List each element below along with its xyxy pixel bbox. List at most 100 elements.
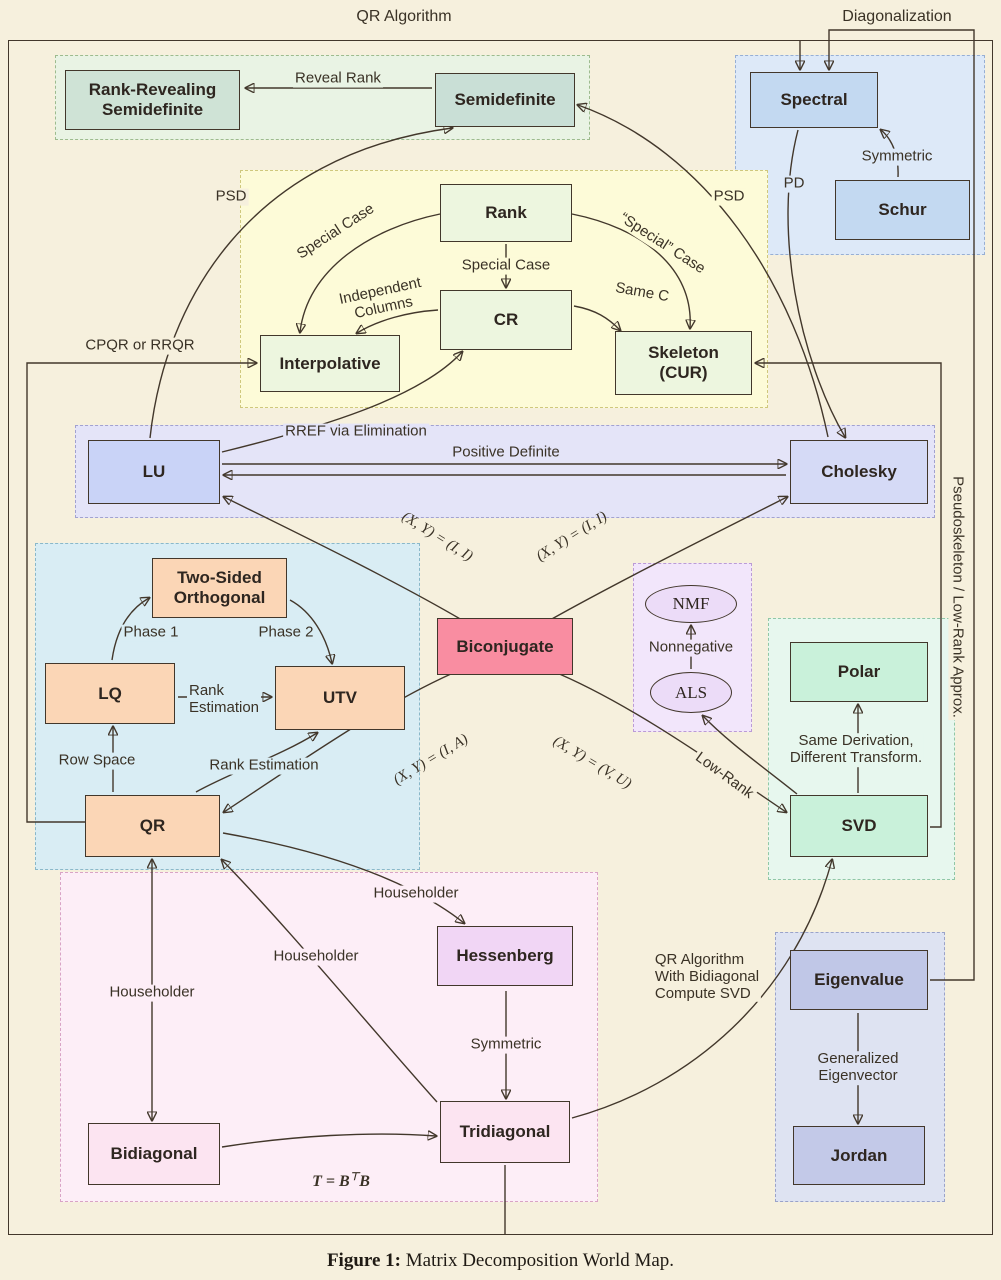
node-cr: CR (440, 290, 572, 350)
node-label: Cholesky (821, 462, 897, 482)
node-label: Rank (485, 203, 527, 223)
node-label: Interpolative (279, 353, 381, 373)
edge-lu-to-semidefinite-psd (149, 128, 452, 439)
label-pd: PD (781, 174, 807, 193)
label-phase1: Phase 1 (121, 623, 181, 642)
node-rank: Rank (440, 184, 572, 242)
label-cpqr: CPQR or RRQR (83, 336, 197, 355)
label-qr-with-bidiagonal: QR Algorithm With Bidiagonal Compute SVD (652, 950, 762, 1003)
node-utv: UTV (275, 666, 405, 730)
edge-cholesky-to-semidefinite-psd (578, 105, 829, 438)
label-symmetric-schur: Symmetric (859, 147, 935, 166)
node-lq: LQ (45, 663, 175, 724)
node-label: Bidiagonal (110, 1144, 198, 1164)
label-line: Estimation (188, 699, 260, 716)
node-cholesky: Cholesky (790, 440, 928, 504)
node-label: Jordan (830, 1145, 888, 1165)
node-jordan: Jordan (793, 1126, 925, 1185)
node-label: Schur (878, 200, 927, 220)
node-hessenberg: Hessenberg (437, 926, 573, 986)
label-rank-estimation-1: Rank Estimation (186, 682, 262, 717)
node-label: CR (493, 310, 519, 330)
edge-tridiagonal-to-svd-qr-algorithm (571, 860, 832, 1119)
edge-qr-to-interpolative-cpqr (26, 363, 256, 823)
node-interpolative: Interpolative (260, 335, 400, 392)
figure-caption: Figure 1: Matrix Decomposition World Map… (0, 1250, 1001, 1272)
label-row-space: Row Space (56, 751, 138, 770)
label-rref: RREF via Elimination (283, 422, 429, 441)
edge-svd-to-als-low-rank (703, 716, 798, 795)
label-reveal-rank: Reveal Rank (293, 69, 383, 88)
edge-cr-to-skeleton (573, 305, 620, 330)
label-qr-algorithm: QR Algorithm (356, 8, 452, 26)
node-rank-revealing-semidefinite: Rank-Revealing Semidefinite (65, 70, 240, 130)
label-line: With Bidiagonal (654, 967, 760, 985)
node-label: UTV (323, 688, 357, 708)
node-label: Two-Sided (177, 568, 262, 588)
node-label: Spectral (780, 90, 848, 110)
node-label: Skeleton (648, 343, 719, 363)
edge-lu-to-cr-rref (221, 352, 462, 453)
label-math-sup: ⊤ (349, 1170, 360, 1183)
label-math-part: T = B (312, 1173, 350, 1191)
figure-frame (8, 40, 993, 1235)
label-line: Eigenvector (818, 1067, 898, 1084)
node-semidefinite: Semidefinite (435, 73, 575, 127)
node-biconjugate: Biconjugate (437, 618, 573, 675)
node-label: Rank-Revealing (88, 80, 217, 100)
label-line: QR Algorithm (654, 950, 745, 968)
label-phase2: Phase 2 (256, 623, 316, 642)
edge-two-sided-to-utv (289, 599, 332, 663)
node-spectral: Spectral (750, 72, 878, 128)
edge-tridiagonal-to-qr-householder (222, 860, 438, 1103)
node-bidiagonal: Bidiagonal (88, 1123, 220, 1185)
label-line: Generalized (817, 1050, 899, 1068)
caption-prefix: Figure 1: (326, 1250, 401, 1271)
node-skeleton-cur: Skeleton (CUR) (615, 331, 752, 395)
node-tridiagonal: Tridiagonal (440, 1101, 570, 1163)
node-two-sided-orthogonal: Two-Sided Orthogonal (152, 558, 287, 618)
edge-spectral-to-cholesky-pd (787, 129, 845, 437)
label-symmetric-tridiagonal: Symmetric (468, 1035, 544, 1054)
node-polar: Polar (790, 642, 928, 702)
label-line: Different Transform. (789, 749, 923, 766)
edge-lq-to-two-sided (111, 598, 149, 661)
label-math-part: B (359, 1173, 370, 1191)
node-label: Biconjugate (456, 636, 554, 656)
edge-rank-to-interpolative (300, 213, 441, 332)
label-rank-estimation-2: Rank Estimation (207, 756, 321, 775)
node-svd: SVD (790, 795, 928, 857)
label-line: Same Derivation, (798, 732, 914, 750)
edge-eigenvalue-to-spectral-diagonalization (829, 29, 975, 981)
label-same-derivation: Same Derivation, Different Transform. (787, 732, 925, 767)
label-positive-definite: Positive Definite (450, 443, 562, 462)
label-householder-qr-hessenberg: Householder (371, 884, 461, 903)
edge-rank-to-skeleton (571, 213, 690, 328)
node-qr: QR (85, 795, 220, 857)
node-label: Polar (837, 662, 881, 682)
node-label: LU (142, 462, 166, 482)
node-label: Semidefinite (101, 100, 204, 119)
node-label: QR (139, 816, 166, 836)
node-label: NMF (672, 594, 710, 614)
label-t-equals-btb: T = B⊤B (310, 1170, 372, 1192)
edge-svd-to-skeleton-pseudoskeleton (756, 363, 942, 828)
node-label: Eigenvalue (814, 970, 904, 990)
node-schur: Schur (835, 180, 970, 240)
node-label: Hessenberg (456, 946, 554, 966)
label-diagonalization: Diagonalization (840, 8, 954, 26)
edge-biconjugate-to-qr (224, 669, 461, 812)
label-generalized-eigenvector: Generalized Eigenvector (815, 1050, 901, 1085)
label-householder-tridiagonal-qr: Householder (271, 947, 361, 966)
label-line: Rank (188, 682, 225, 700)
node-als: ALS (650, 672, 732, 713)
node-label: (CUR) (659, 363, 708, 382)
edge-bidiagonal-to-tridiagonal (221, 1134, 436, 1148)
node-eigenvalue: Eigenvalue (790, 950, 928, 1010)
node-label: Tridiagonal (459, 1122, 551, 1142)
label-line: Compute SVD (654, 984, 751, 1002)
node-lu: LU (88, 440, 220, 504)
edge-qr-to-hessenberg-householder (222, 832, 464, 923)
